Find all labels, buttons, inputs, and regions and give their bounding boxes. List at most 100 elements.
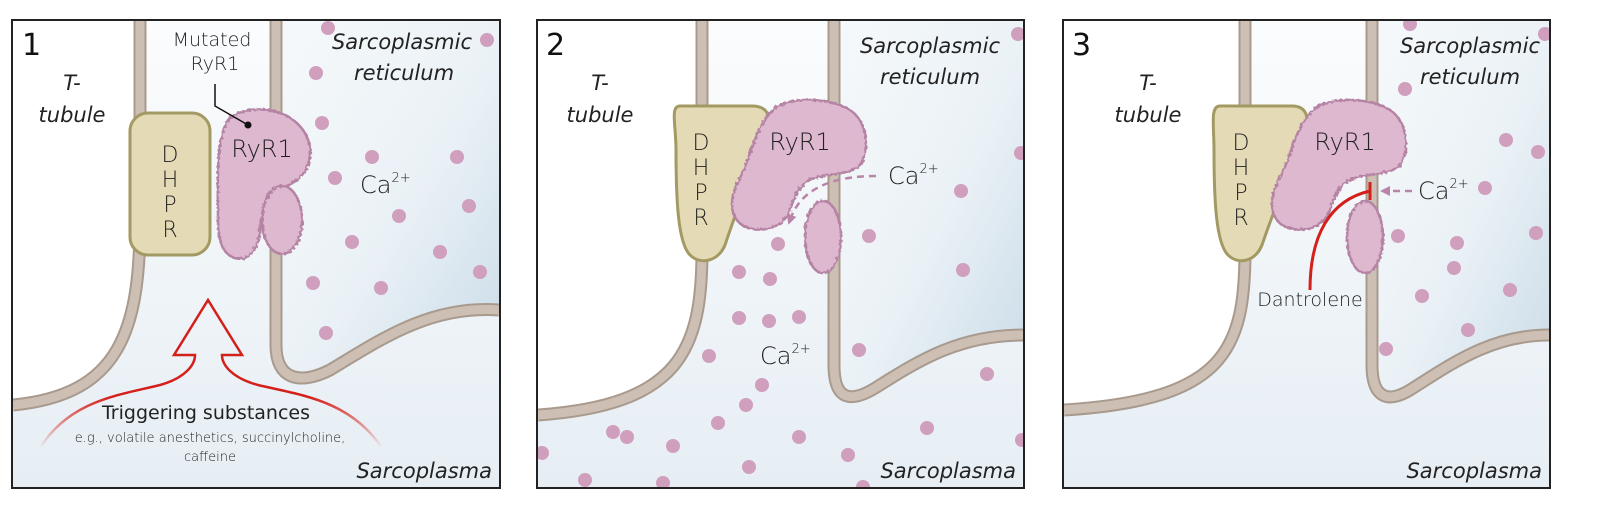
panel-2-border <box>536 19 1025 489</box>
sr-label: Sarcoplasmic <box>1400 34 1540 58</box>
t-tubule-label: T- <box>591 71 608 95</box>
t-tubule-label: tubule <box>567 103 634 127</box>
ryr1-label: RyR1 <box>769 128 831 156</box>
ca-ion-dot <box>473 265 487 279</box>
ca-dots-group <box>538 27 1023 487</box>
ca-ion-dot <box>1447 261 1461 275</box>
ca-ion-dot <box>1499 133 1513 147</box>
ca-ion-dot <box>852 343 866 357</box>
sarcoplasma-label: Sarcoplasma <box>1406 459 1542 483</box>
ca-ion-dot <box>392 209 406 223</box>
ca-ion-dot <box>920 421 934 435</box>
sr-label: reticulum <box>1420 65 1520 89</box>
ca-ion-dot <box>762 314 776 328</box>
mutated-ryr1-callout: RyR1 <box>191 53 240 75</box>
sarcoplasma-label: Sarcoplasma <box>356 459 492 483</box>
ca-ion-dot <box>309 66 323 80</box>
t-tubule-label: T- <box>63 71 80 95</box>
ca-ion-dot <box>1478 181 1492 195</box>
dhpr-letter: H <box>1233 156 1250 181</box>
ca-ion-dot <box>702 349 716 363</box>
ca-ion-dot <box>328 171 342 185</box>
ca-ion-dot <box>319 326 333 340</box>
ca-ion-dot <box>1529 226 1543 240</box>
panel-1: D H P R RyR1 Mutated RyR1 1 T- tubule Sa… <box>13 21 499 487</box>
sr-label: Sarcoplasmic <box>860 34 1000 58</box>
panel-number: 3 <box>1072 28 1091 63</box>
ca-ion-dot <box>656 476 670 487</box>
ca-dots-group <box>306 21 494 340</box>
trigger-arrow-icon <box>38 297 384 449</box>
ca-ion-dot <box>771 237 785 251</box>
ca-ion-dot <box>365 150 379 164</box>
dhpr-channel <box>128 111 212 257</box>
ca-ion-dot <box>1538 27 1549 41</box>
panel-1-border <box>11 19 501 489</box>
mutated-ryr1-callout: Mutated <box>173 29 252 51</box>
ca-ion-dot <box>1403 21 1417 31</box>
ca-ion-dot <box>433 245 447 259</box>
ca-label: Ca2+ <box>888 162 939 190</box>
ryr1-channel <box>216 108 312 261</box>
t-tubule-label: tubule <box>39 103 106 127</box>
ca-ion-dot <box>739 398 753 412</box>
dhpr-letter: P <box>163 193 176 218</box>
ca-ion-dot <box>1461 323 1475 337</box>
ryr1-label: RyR1 <box>231 135 293 163</box>
ca-ion-dot <box>578 473 592 487</box>
ca-label: Ca2+ <box>1418 177 1469 205</box>
ca-release-arrow-icon <box>786 174 877 225</box>
panel-number: 1 <box>22 28 41 63</box>
ca-ion-dot <box>315 116 329 130</box>
ca-ion-dot <box>1531 145 1545 159</box>
dhpr-letter: D <box>162 143 179 168</box>
callout-leader-line <box>214 84 249 126</box>
ca-ion-dot <box>862 229 876 243</box>
ca-ion-dot <box>1450 236 1464 250</box>
t-tubule-lumen <box>1064 21 1245 410</box>
ca-ion-dot <box>732 265 746 279</box>
ca-ion-dot <box>306 276 320 290</box>
ca-ion-dot <box>856 480 870 487</box>
ca-ion-dot <box>450 150 464 164</box>
ca-ion-dot <box>792 430 806 444</box>
ca-ion-dot <box>345 235 359 249</box>
ryr1-label: RyR1 <box>1314 128 1376 156</box>
sr-lumen <box>1372 21 1549 397</box>
ca-ion-dot <box>1503 283 1517 297</box>
ca-ion-dot <box>1011 27 1023 41</box>
trigger-detail: e.g., volatile anesthetics, succinylchol… <box>75 431 346 446</box>
panel-3: D H P R RyR1 Dantrolene 3 T- tubule Sarc… <box>1064 21 1549 487</box>
trigger-detail: caffeine <box>184 450 236 465</box>
ca-ion-dot <box>1379 342 1393 356</box>
panel-number: 2 <box>546 28 565 63</box>
ca-ion-dot <box>763 272 777 286</box>
ca-ion-dot <box>711 416 725 430</box>
dhpr-letter: H <box>162 168 179 193</box>
dhpr-letter: P <box>1234 181 1247 206</box>
ryr1-channel <box>1270 98 1408 275</box>
ca-ion-dot <box>742 460 756 474</box>
ca-label-released: Ca2+ <box>760 342 811 370</box>
trigger-title: Triggering substances <box>101 402 310 424</box>
ca-ion-dot <box>620 430 634 444</box>
sr-label: reticulum <box>354 61 454 85</box>
ca-ion-dot <box>538 446 549 460</box>
ca-ion-dot <box>321 21 335 35</box>
dhpr-letter: R <box>1233 206 1248 231</box>
ca-ion-dot <box>480 33 494 47</box>
callout-dot <box>244 121 252 129</box>
panel-3-border <box>1062 19 1551 489</box>
sr-lumen <box>834 21 1023 397</box>
sr-lumen <box>276 21 499 378</box>
t-tubule-label: tubule <box>1115 103 1182 127</box>
ca-ion-dot <box>374 281 388 295</box>
dhpr-letter: D <box>693 131 710 156</box>
ca-ion-dot <box>1415 289 1429 303</box>
ca-ion-dot <box>462 199 476 213</box>
ca-ion-dot <box>1014 146 1023 160</box>
dantrolene-label: Dantrolene <box>1257 289 1362 311</box>
ca-ion-dot <box>841 448 855 462</box>
sarcoplasma-label: Sarcoplasma <box>880 459 1016 483</box>
